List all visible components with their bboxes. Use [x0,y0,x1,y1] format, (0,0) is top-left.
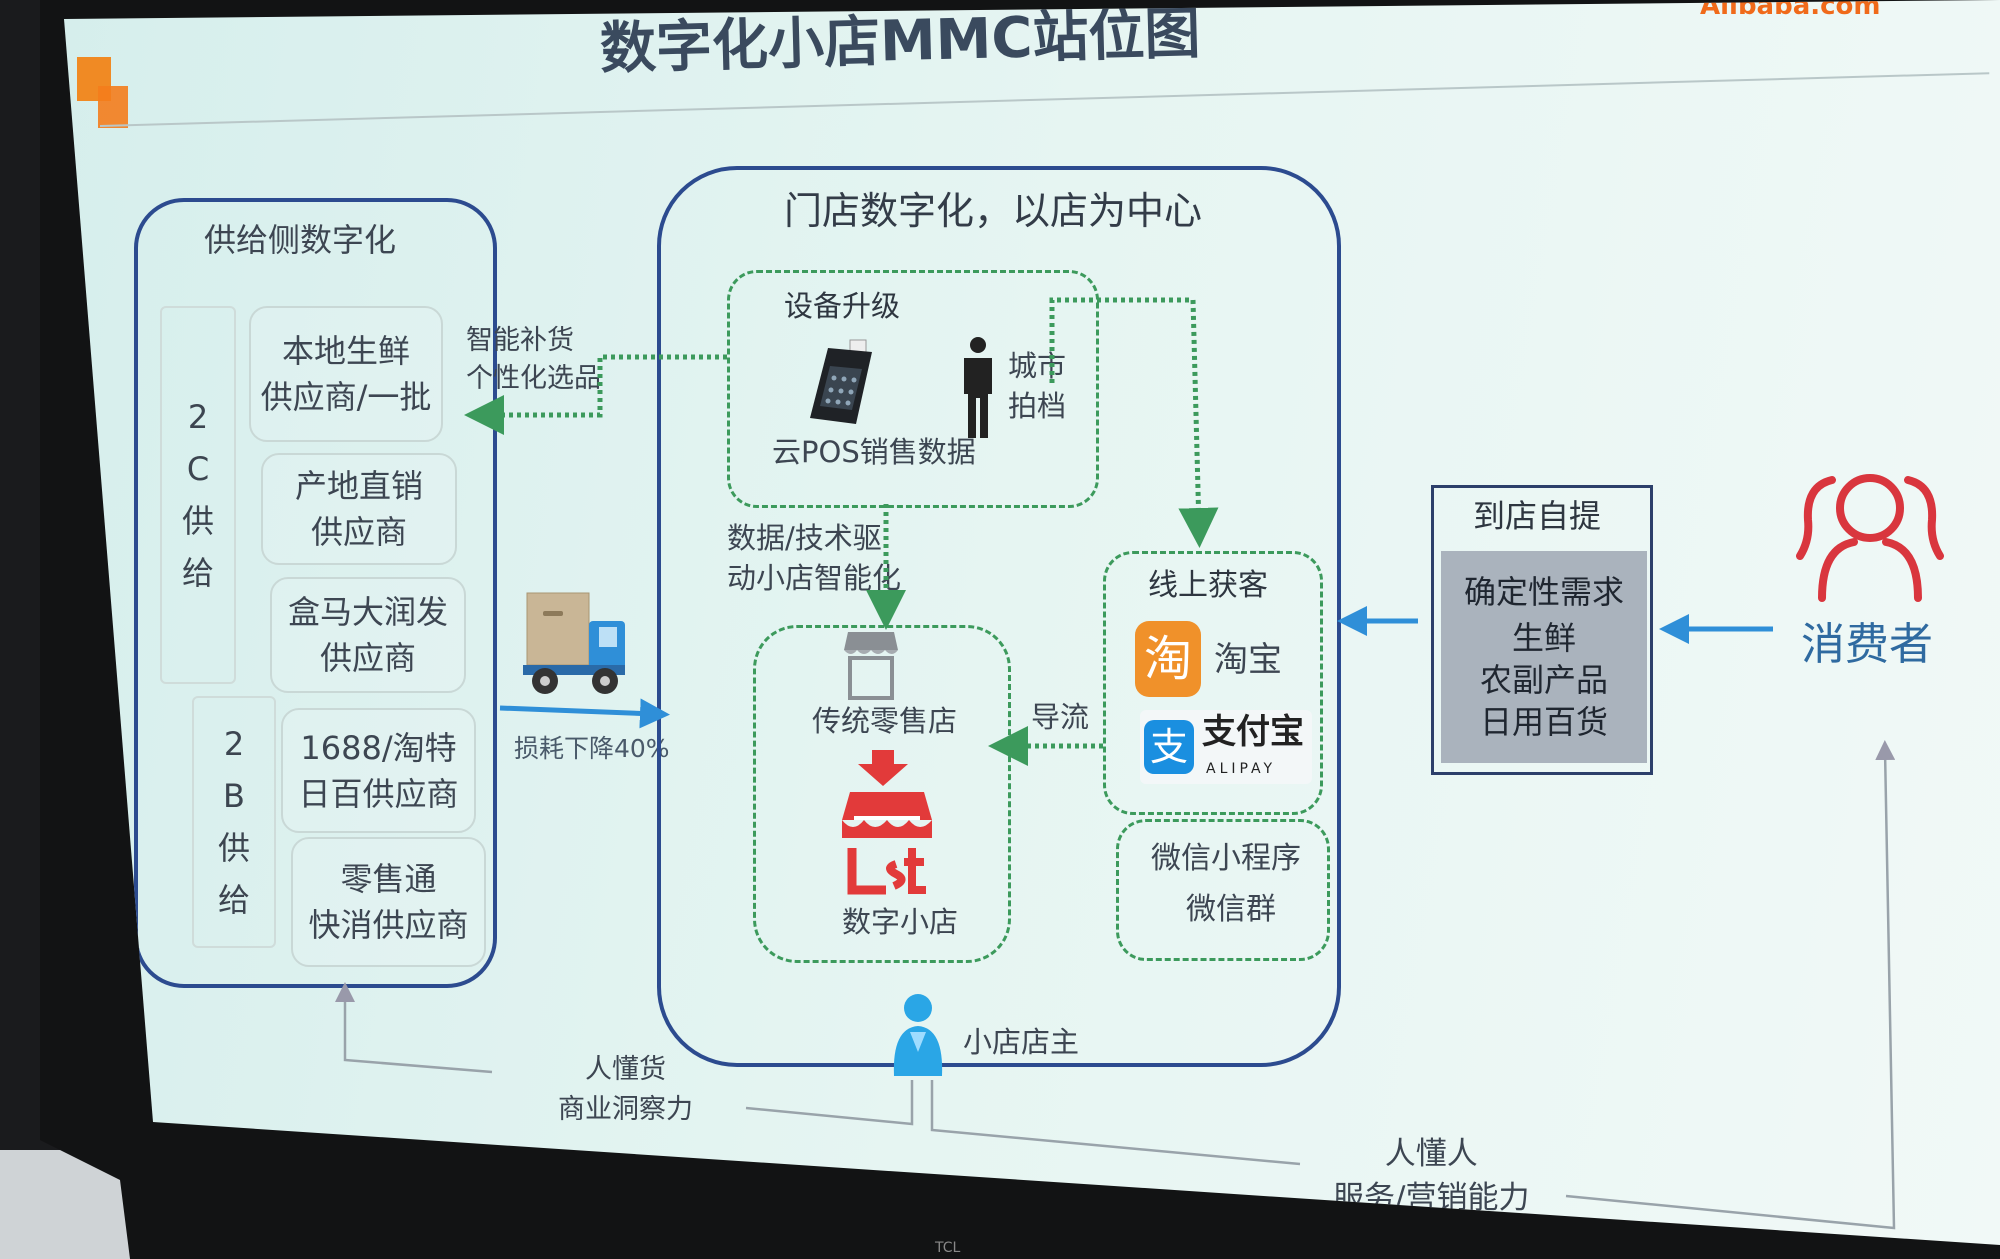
equipment-upgrade-box [727,270,1099,508]
replenish-label: 智能补货个性化选品 [466,325,601,394]
taobao-icon: 淘 [1135,621,1201,697]
alipay-icon: 支 [1144,720,1194,774]
supplier-hema: 盒马大润发供应商 [270,577,466,693]
down-arrow-icon [858,750,908,786]
alipay-label: 支付宝 [1202,712,1304,752]
wechat-mini-program: 微信小程序 [1151,841,1301,876]
truck-arrow [499,698,670,729]
store-digitalization-title: 门店数字化，以店为中心 [784,189,1203,233]
people-line [1565,740,1896,1230]
supplier-local-fresh: 本地生鲜供应商/一批 [249,306,443,442]
alibaba-logo: Alibaba.com [1700,0,1881,21]
consumer-label: 消费者 [1801,619,1933,670]
pos-terminal-icon [810,339,872,424]
store-owner-icon [893,994,943,1076]
cloud-pos-label: 云POS销售数据 [772,435,976,469]
consumer-icon [1796,474,1944,602]
orange-squares-icon-2 [98,86,128,128]
supplier-1688: 1688/淘特日百供应商 [281,708,476,833]
city-partner-label: 城市拍档 [1008,349,1067,423]
digital-store-label: 数字小店 [842,905,959,939]
truck-icon [523,592,625,694]
guide-flow-label: 导流 [1031,700,1090,734]
loss-reduction-label: 损耗下降40% [514,734,670,763]
alipay-sub: ALIPAY [1206,761,1277,777]
pickup-title: 到店自提 [1473,497,1602,535]
store-owner-label: 小店店主 [963,1025,1080,1059]
supply-side-title: 供给侧数字化 [204,221,397,259]
supply-side-panel [134,198,497,988]
alipay-logo: 支 支付宝 ALIPAY [1140,710,1312,784]
replenish-arrow [464,354,727,435]
supplier-lingshoutong: 零售通快消供应商 [291,837,486,967]
data-drive-label: 数据/技术驱动小店智能化 [727,521,902,595]
taobao-label: 淘宝 [1214,640,1282,680]
goods-insight-label: 人懂货商业洞察力 [558,1054,693,1125]
city-partner-person-icon [964,337,992,438]
pickup-box [1431,485,1653,775]
owner-line-left [745,1080,914,1126]
pickup-needs: 确定性需求 生鲜 农副产品 日用百货 [1441,551,1647,763]
goods-line [335,982,493,1074]
traditional-store-label: 传统零售店 [812,704,958,738]
online-acquisition-box [1103,551,1323,815]
partner-arrow [1049,297,1219,548]
owner-line-right [930,1080,1301,1166]
monitor-brand: TCL [935,1240,961,1256]
digital-store-icon [842,792,932,895]
wechat-box [1116,819,1330,961]
traditional-store-icon [844,632,898,700]
equipment-upgrade-title: 设备升级 [784,289,901,323]
wechat-group: 微信群 [1186,892,1276,927]
online-acquisition-title: 线上获客 [1148,568,1268,603]
supplier-origin-direct: 产地直销供应商 [261,453,457,565]
